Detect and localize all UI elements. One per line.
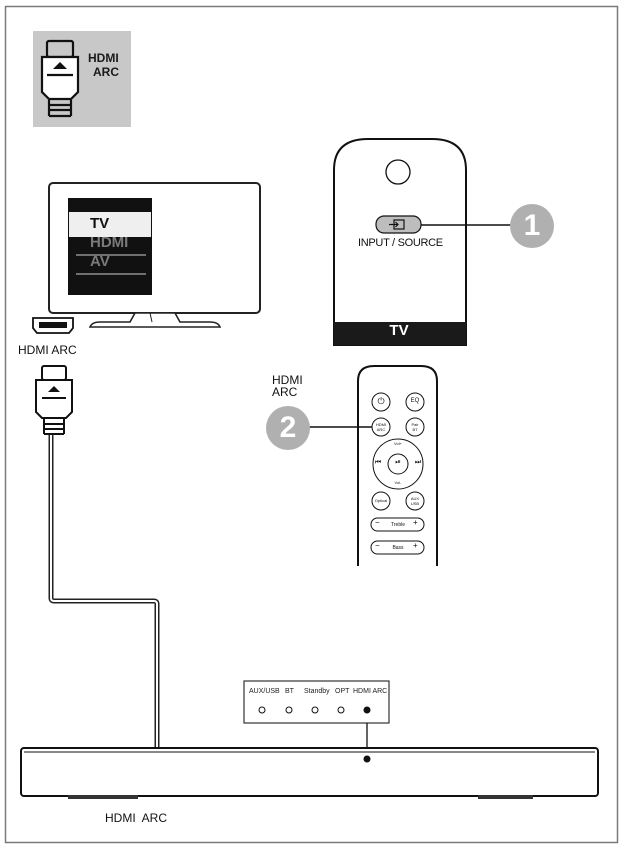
hdmi-cable-plug xyxy=(35,365,73,435)
eq-button[interactable] xyxy=(405,392,425,412)
bt-pair-button[interactable] xyxy=(405,417,425,437)
step1-number: 1 xyxy=(523,209,541,242)
soundbar-port-label: HDMI ARC xyxy=(105,811,168,825)
indicator-label-standby: Standby xyxy=(304,688,330,695)
play-pause-icon: ⏯ xyxy=(395,459,401,466)
soundbar-foot-right xyxy=(478,795,533,799)
hdmi-plug-icon xyxy=(40,39,80,118)
treble-plus-icon: + xyxy=(413,518,418,527)
tv-menu-selected-row xyxy=(69,212,151,237)
input-source-label: INPUT / SOURCE xyxy=(358,237,443,249)
tv-remote-bar xyxy=(334,322,466,345)
led-aux-usb xyxy=(258,706,266,714)
bt-button-line2: BT xyxy=(412,427,418,432)
tv-menu-item-av[interactable]: AV xyxy=(90,253,110,270)
bass-control[interactable] xyxy=(370,540,425,555)
eq-label: EQ xyxy=(410,398,420,404)
led-bt xyxy=(285,706,293,714)
soundbar-remote-label-line1: HDMI xyxy=(272,373,303,387)
aux-label-line2: USB xyxy=(410,501,420,506)
soundbar xyxy=(20,747,599,799)
step1-badge xyxy=(510,204,554,248)
led-standby xyxy=(311,706,319,714)
tv-remote-power-button[interactable] xyxy=(385,159,411,185)
indicator-label-bt: BT xyxy=(285,688,294,695)
bass-minus-icon: − xyxy=(375,541,380,550)
vol-down-label: Vol- xyxy=(394,480,402,485)
step2-badge xyxy=(266,406,310,450)
indicator-label-hdmi-arc: HDMI ARC xyxy=(353,688,388,695)
tv-menu-item-tv[interactable]: TV xyxy=(90,215,110,232)
soundbar-remote-label-line2: ARC xyxy=(272,385,298,399)
soundbar-foot-left xyxy=(68,795,138,799)
vol-up-label: Vol+ xyxy=(394,441,402,446)
tv-remote-bar-label: TV xyxy=(389,322,409,339)
bass-plus-icon: + xyxy=(413,541,418,550)
treble-label: Treble xyxy=(391,522,405,528)
led-hdmi-arc xyxy=(363,706,371,714)
badge-title-line2: ARC xyxy=(93,65,119,79)
soundbar-indicator xyxy=(363,755,371,763)
power-icon: ⏻ xyxy=(377,396,385,406)
play-pause-button[interactable] xyxy=(387,453,409,475)
outer-frame xyxy=(4,5,619,844)
optical-label: Optical xyxy=(374,498,388,503)
hdmi-arc-button-line1: HDMI xyxy=(375,422,387,427)
led-opt xyxy=(337,706,345,714)
bt-button-line1: Pair xyxy=(411,422,419,427)
soundbar-remote xyxy=(357,365,438,566)
aux-usb-label: AUX USB xyxy=(407,496,423,506)
tv-hdmi-port xyxy=(32,317,74,334)
badge-title-line1: HDMI xyxy=(88,51,119,65)
badge-title: HDMI ARC xyxy=(88,51,119,79)
bass-label: Bass xyxy=(392,545,404,551)
aux-usb-button[interactable] xyxy=(405,491,425,511)
hdmi-arc-button-line2: ARC xyxy=(376,427,386,432)
soundbar-remote-label: HDMI ARC xyxy=(272,374,303,398)
optical-button[interactable] xyxy=(371,491,391,511)
treble-control[interactable] xyxy=(370,517,425,532)
tv-remote xyxy=(333,138,467,346)
soundbar-power-button[interactable] xyxy=(371,392,391,412)
hdmi-arc-button-label: HDMI ARC xyxy=(373,422,389,432)
treble-minus-icon: − xyxy=(375,518,380,527)
hdmi-cable xyxy=(48,435,160,748)
indicator-label-opt: OPT xyxy=(335,688,350,695)
aux-label-line1: AUX xyxy=(410,496,420,501)
tv-port-label: HDMI ARC xyxy=(18,343,77,357)
soundbar-status-panel xyxy=(243,680,390,724)
indicator-label-aux-usb: AUX/USB xyxy=(249,688,280,695)
input-source-icon xyxy=(389,219,405,230)
prev-track-icon[interactable]: ⏮ xyxy=(374,459,382,466)
indicator-leds xyxy=(258,706,371,714)
bt-button-label: Pair BT xyxy=(407,422,423,432)
tv-menu-item-hdmi[interactable]: HDMI xyxy=(90,234,129,251)
step2-number: 2 xyxy=(279,411,297,444)
television xyxy=(48,182,261,328)
next-track-icon[interactable]: ⏭ xyxy=(414,459,422,466)
